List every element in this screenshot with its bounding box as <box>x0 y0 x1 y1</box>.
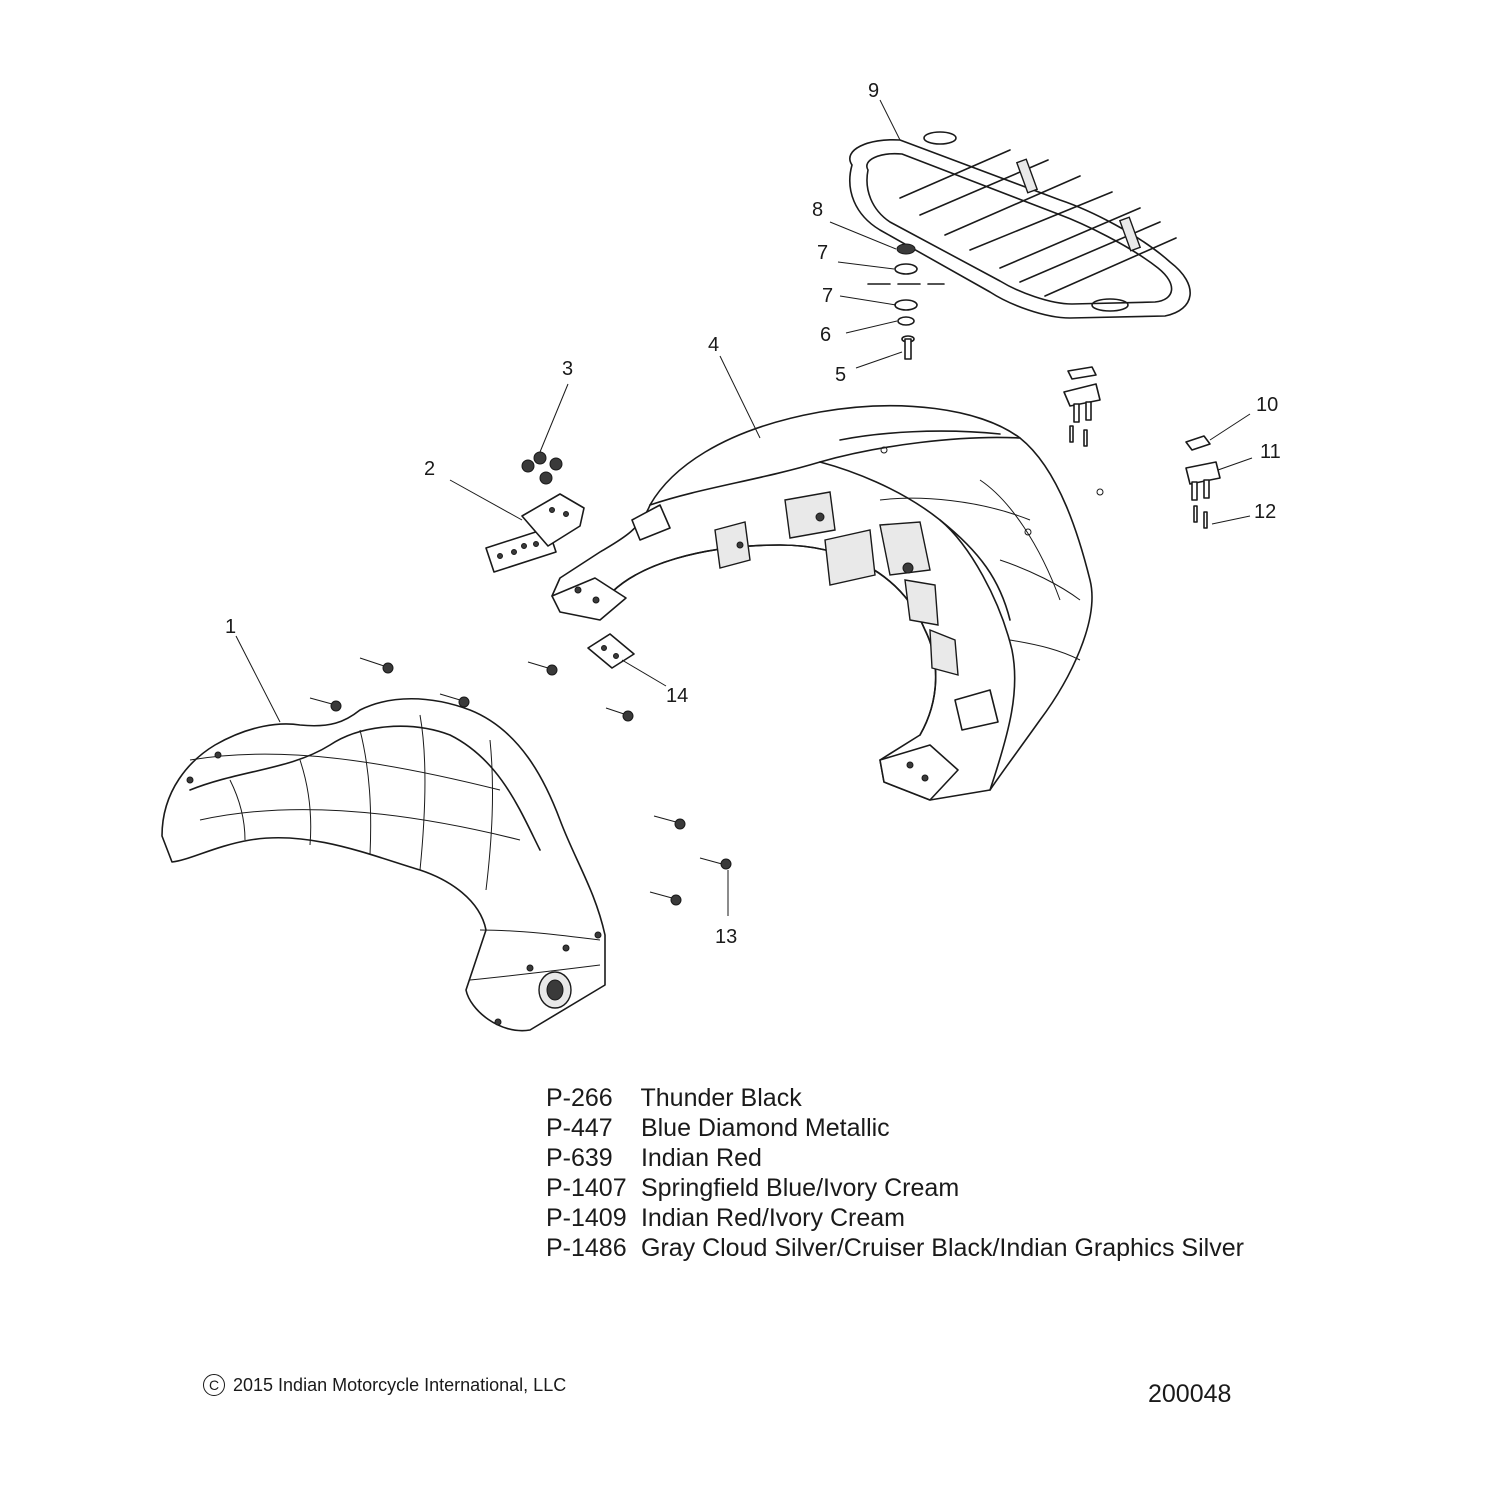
luggage-rack <box>849 131 1191 319</box>
trunk-shell <box>551 405 1104 801</box>
paint-name: Indian Red <box>640 1144 762 1172</box>
mount-bracket <box>485 451 585 573</box>
small-plate <box>587 633 635 669</box>
callout-1: 1 <box>225 616 236 638</box>
paint-code-list: P-266 Thunder Black P-447 Blue Diamond M… <box>546 1083 1244 1263</box>
callout-labels: 1 2 3 4 5 6 7 7 8 9 10 11 12 13 14 <box>225 80 1281 948</box>
callout-7-upper: 7 <box>817 242 828 264</box>
paint-code-item: P-1407 Springfield Blue/Ivory Cream <box>546 1173 1244 1203</box>
paint-code: P-447 <box>546 1114 613 1142</box>
paint-name: Blue Diamond Metallic <box>640 1114 890 1142</box>
callout-9: 9 <box>868 80 879 102</box>
paint-code-item: P-639 Indian Red <box>546 1143 1244 1173</box>
copyright-notice: C 2015 Indian Motorcycle International, L… <box>203 1374 566 1396</box>
paint-code-item: P-266 Thunder Black <box>546 1083 1244 1113</box>
paint-code-item: P-447 Blue Diamond Metallic <box>546 1113 1244 1143</box>
paint-name: Springfield Blue/Ivory Cream <box>640 1174 960 1202</box>
copyright-icon: C <box>203 1374 225 1396</box>
hinge-hardware <box>1063 366 1221 529</box>
screws <box>309 657 732 906</box>
paint-name: Gray Cloud Silver/Cruiser Black/Indian G… <box>640 1234 1244 1262</box>
paint-code: P-1407 <box>546 1174 627 1202</box>
paint-code-item: P-1409 Indian Red/Ivory Cream <box>546 1203 1244 1233</box>
callout-11: 11 <box>1260 441 1281 463</box>
callout-10: 10 <box>1256 394 1278 416</box>
callout-3: 3 <box>562 358 573 380</box>
drawing-number: 200048 <box>1148 1380 1232 1408</box>
callout-4: 4 <box>708 334 719 356</box>
paint-code: P-1409 <box>546 1204 627 1232</box>
callout-14: 14 <box>666 685 688 707</box>
callout-12: 12 <box>1254 501 1276 523</box>
paint-code: P-1486 <box>546 1234 627 1262</box>
callout-2: 2 <box>424 458 435 480</box>
copyright-text: 2015 Indian Motorcycle International, LL… <box>233 1375 567 1395</box>
paint-name: Thunder Black <box>640 1084 802 1112</box>
backrest-pad <box>161 698 606 1032</box>
leader-lines <box>235 99 1253 916</box>
callout-8: 8 <box>812 199 823 221</box>
paint-code: P-266 <box>546 1084 613 1112</box>
callout-7-lower: 7 <box>822 285 833 307</box>
paint-name: Indian Red/Ivory Cream <box>640 1204 905 1232</box>
callout-5: 5 <box>835 364 846 386</box>
paint-code: P-639 <box>546 1144 613 1172</box>
callout-6: 6 <box>820 324 831 346</box>
rack-hardware <box>867 243 945 360</box>
callout-13: 13 <box>715 926 737 948</box>
paint-code-item: P-1486 Gray Cloud Silver/Cruiser Black/I… <box>546 1233 1244 1263</box>
